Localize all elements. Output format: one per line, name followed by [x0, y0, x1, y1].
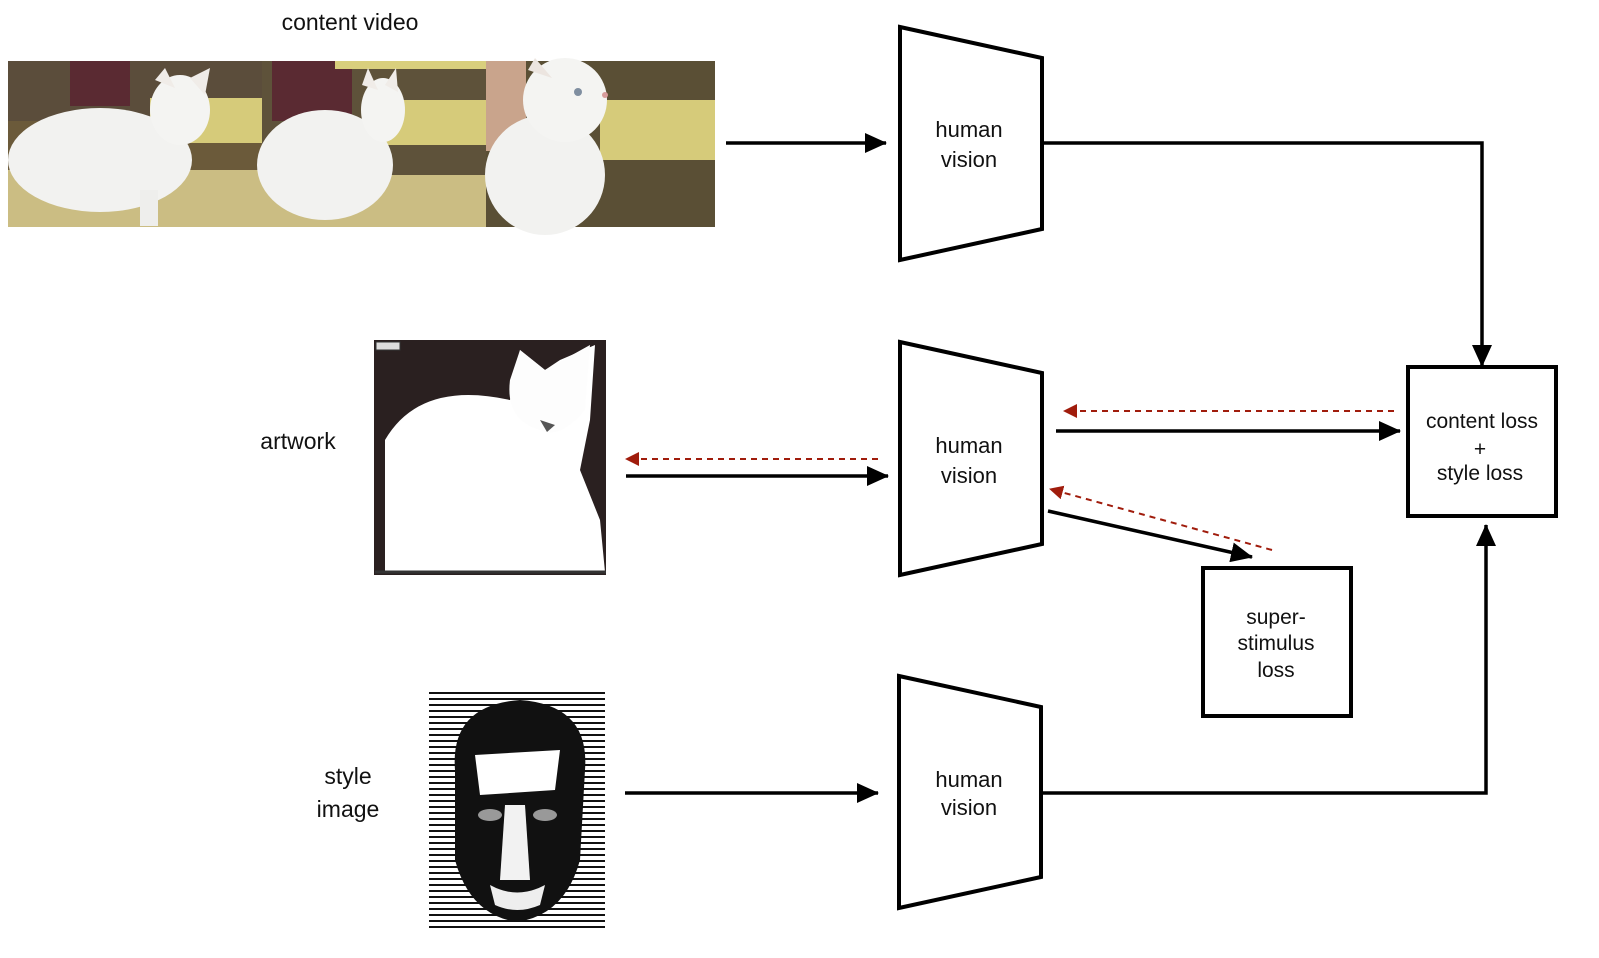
arrow-hv-mid-to-super [1047, 509, 1253, 563]
human-vision-middle: human vision [898, 339, 1044, 578]
super-box-line3: loss [1257, 659, 1294, 682]
hv-top-line1: human [935, 117, 1002, 142]
loss-box-line3: style loss [1437, 462, 1523, 485]
human-vision-bottom: human vision [897, 673, 1043, 911]
super-stimulus-loss-box: super- stimulus loss [1201, 566, 1353, 718]
style-image [429, 690, 605, 928]
hv-mid-line1: human [935, 433, 1002, 458]
arrow-hv-top-to-loss [1042, 141, 1492, 367]
artwork-image [374, 340, 606, 575]
grad-arrow-super-to-hv [1049, 485, 1273, 551]
artwork-label: artwork [260, 428, 336, 454]
content-frame-1 [8, 61, 262, 227]
content-frame-3 [485, 58, 715, 235]
hv-bot-line2: vision [941, 795, 997, 820]
super-box-line2: stimulus [1237, 632, 1314, 655]
content-video-label: content video [282, 9, 419, 35]
hv-bot-line1: human [935, 767, 1002, 792]
style-label-line2: image [317, 796, 380, 822]
style-label-line1: style [324, 763, 371, 789]
loss-box-line1: content loss [1426, 410, 1538, 433]
content-video-frames [8, 58, 715, 235]
hv-top-line2: vision [941, 147, 997, 172]
super-box-line1: super- [1246, 606, 1306, 629]
arrow-hv-bot-to-loss [1041, 524, 1496, 795]
human-vision-top: human vision [898, 24, 1044, 263]
content-style-loss-box: content loss + style loss [1406, 365, 1558, 518]
loss-box-line2: + [1474, 438, 1486, 461]
content-frame-2 [257, 61, 486, 227]
hv-mid-line2: vision [941, 463, 997, 488]
